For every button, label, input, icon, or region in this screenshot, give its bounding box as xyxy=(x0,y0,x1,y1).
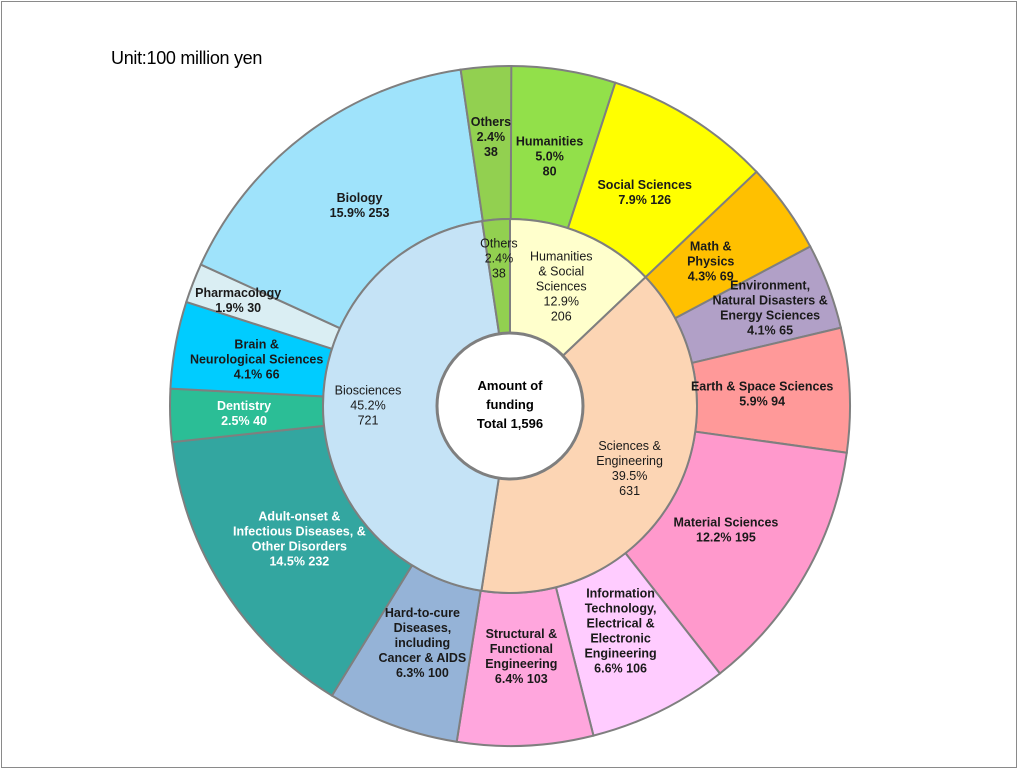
outer-label-biology-line: Biology xyxy=(337,191,383,205)
outer-label-math-physics-line: 4.3% 69 xyxy=(688,269,734,283)
outer-label-hard-to-cure-diseases-including-cancer-aids-line: 6.3% 100 xyxy=(396,666,449,680)
outer-label-math-physics-line: Math & xyxy=(690,239,732,253)
outer-label-dentistry-line: 2.5% 40 xyxy=(221,414,267,428)
outer-label-information-technology-electrical-electronic-engineering-line: Engineering xyxy=(584,647,656,661)
outer-label-material-sciences-line: Material Sciences xyxy=(673,516,778,530)
center-circle xyxy=(435,331,585,481)
outer-label-information-technology-electrical-electronic-engineering-line: Information xyxy=(586,587,655,601)
outer-label-environment-natural-disasters-energy-sciences-line: Environment, xyxy=(730,279,810,293)
outer-label-adult-onset-infectious-diseases-other-disorders-line: 14.5% 232 xyxy=(269,554,329,568)
outer-label-adult-onset-infectious-diseases-other-disorders-line: Infectious Diseases, & xyxy=(233,524,366,538)
outer-label-hard-to-cure-diseases-including-cancer-aids-line: Hard-to-cure xyxy=(385,606,460,620)
center-label-line: funding xyxy=(486,397,534,412)
outer-label-humanities-line: 5.0% xyxy=(535,150,564,164)
outer-label-earth-space-sciences-line: 5.9% 94 xyxy=(739,395,785,409)
center-label-line: Amount of xyxy=(478,378,544,393)
outer-label-social-sciences-line: Social Sciences xyxy=(597,178,692,192)
inner-label-humanities-social-sciences-line: 12.9% xyxy=(544,295,579,309)
outer-label-adult-onset-infectious-diseases-other-disorders-line: Adult-onset & xyxy=(258,509,340,523)
outer-label-brain-neurological-sciences-line: Neurological Sciences xyxy=(190,353,323,367)
outer-label-environment-natural-disasters-energy-sciences-line: Energy Sciences xyxy=(720,309,820,323)
inner-label-biosciences-line: 45.2% xyxy=(350,399,385,413)
unit-label: Unit:100 million yen xyxy=(111,48,263,68)
outer-label-humanities-line: 80 xyxy=(543,165,557,179)
inner-label-humanities-social-sciences-line: 206 xyxy=(551,310,572,324)
outer-label-others-line: Others xyxy=(471,115,511,129)
inner-label-sciences-engineering-line: 631 xyxy=(619,484,640,498)
outer-label-dentistry-line: Dentistry xyxy=(217,399,271,413)
outer-label-pharmacology-line: 1.9% 30 xyxy=(215,301,261,315)
outer-label-environment-natural-disasters-energy-sciences: Environment,Natural Disasters &Energy Sc… xyxy=(712,279,827,338)
outer-label-earth-space-sciences-line: Earth & Space Sciences xyxy=(691,380,833,394)
inner-label-humanities-social-sciences-line: Sciences xyxy=(536,280,587,294)
inner-label-humanities-social-sciences-line: & Social xyxy=(538,265,584,279)
outer-label-environment-natural-disasters-energy-sciences-line: Natural Disasters & xyxy=(712,294,827,308)
outer-label-hard-to-cure-diseases-including-cancer-aids-line: Cancer & AIDS xyxy=(379,651,467,665)
outer-label-information-technology-electrical-electronic-engineering-line: Technology, xyxy=(585,602,657,616)
inner-label-humanities-social-sciences-line: Humanities xyxy=(530,250,593,264)
outer-label-humanities-line: Humanities xyxy=(516,135,583,149)
inner-label-biosciences-line: 721 xyxy=(358,414,379,428)
outer-label-hard-to-cure-diseases-including-cancer-aids-line: including xyxy=(395,636,451,650)
outer-label-math-physics-line: Physics xyxy=(687,254,734,268)
outer-label-hard-to-cure-diseases-including-cancer-aids-line: Diseases, xyxy=(394,621,452,635)
outer-label-biology-line: 15.9% 253 xyxy=(330,206,390,220)
outer-label-information-technology-electrical-electronic-engineering-line: Electronic xyxy=(590,632,650,646)
outer-label-others-line: 2.4% xyxy=(477,130,506,144)
outer-label-structural-functional-engineering-line: Functional xyxy=(490,642,553,656)
outer-label-material-sciences-line: 12.2% 195 xyxy=(696,531,756,545)
outer-label-social-sciences-line: 7.9% 126 xyxy=(618,193,671,207)
center-label-line: Total 1,596 xyxy=(477,416,543,431)
inner-label-sciences-engineering-line: Sciences & xyxy=(598,439,661,453)
outer-label-structural-functional-engineering-line: Engineering xyxy=(485,657,557,671)
inner-label-biosciences-line: Biosciences xyxy=(335,384,402,398)
outer-label-information-technology-electrical-electronic-engineering-line: 6.6% 106 xyxy=(594,662,647,676)
inner-label-others-line: 38 xyxy=(492,266,506,280)
outer-label-structural-functional-engineering-line: 6.4% 103 xyxy=(495,672,548,686)
inner-ring xyxy=(322,217,698,594)
outer-label-brain-neurological-sciences-line: 4.1% 66 xyxy=(234,368,280,382)
outer-label-pharmacology-line: Pharmacology xyxy=(195,286,281,300)
inner-label-sciences-engineering-line: Engineering xyxy=(596,454,663,468)
inner-label-sciences-engineering-line: 39.5% xyxy=(612,469,647,483)
inner-label-others-line: Others xyxy=(480,236,518,250)
outer-label-others-line: 38 xyxy=(484,145,498,159)
inner-label-others-line: 2.4% xyxy=(485,251,514,265)
outer-label-adult-onset-infectious-diseases-other-disorders: Adult-onset &Infectious Diseases, &Other… xyxy=(233,509,366,568)
outer-label-adult-onset-infectious-diseases-other-disorders-line: Other Disorders xyxy=(252,539,347,553)
outer-label-information-technology-electrical-electronic-engineering-line: Electrical & xyxy=(587,617,655,631)
outer-label-brain-neurological-sciences-line: Brain & xyxy=(234,338,278,352)
outer-label-environment-natural-disasters-energy-sciences-line: 4.1% 65 xyxy=(747,324,793,338)
outer-label-structural-functional-engineering-line: Structural & xyxy=(486,627,558,641)
